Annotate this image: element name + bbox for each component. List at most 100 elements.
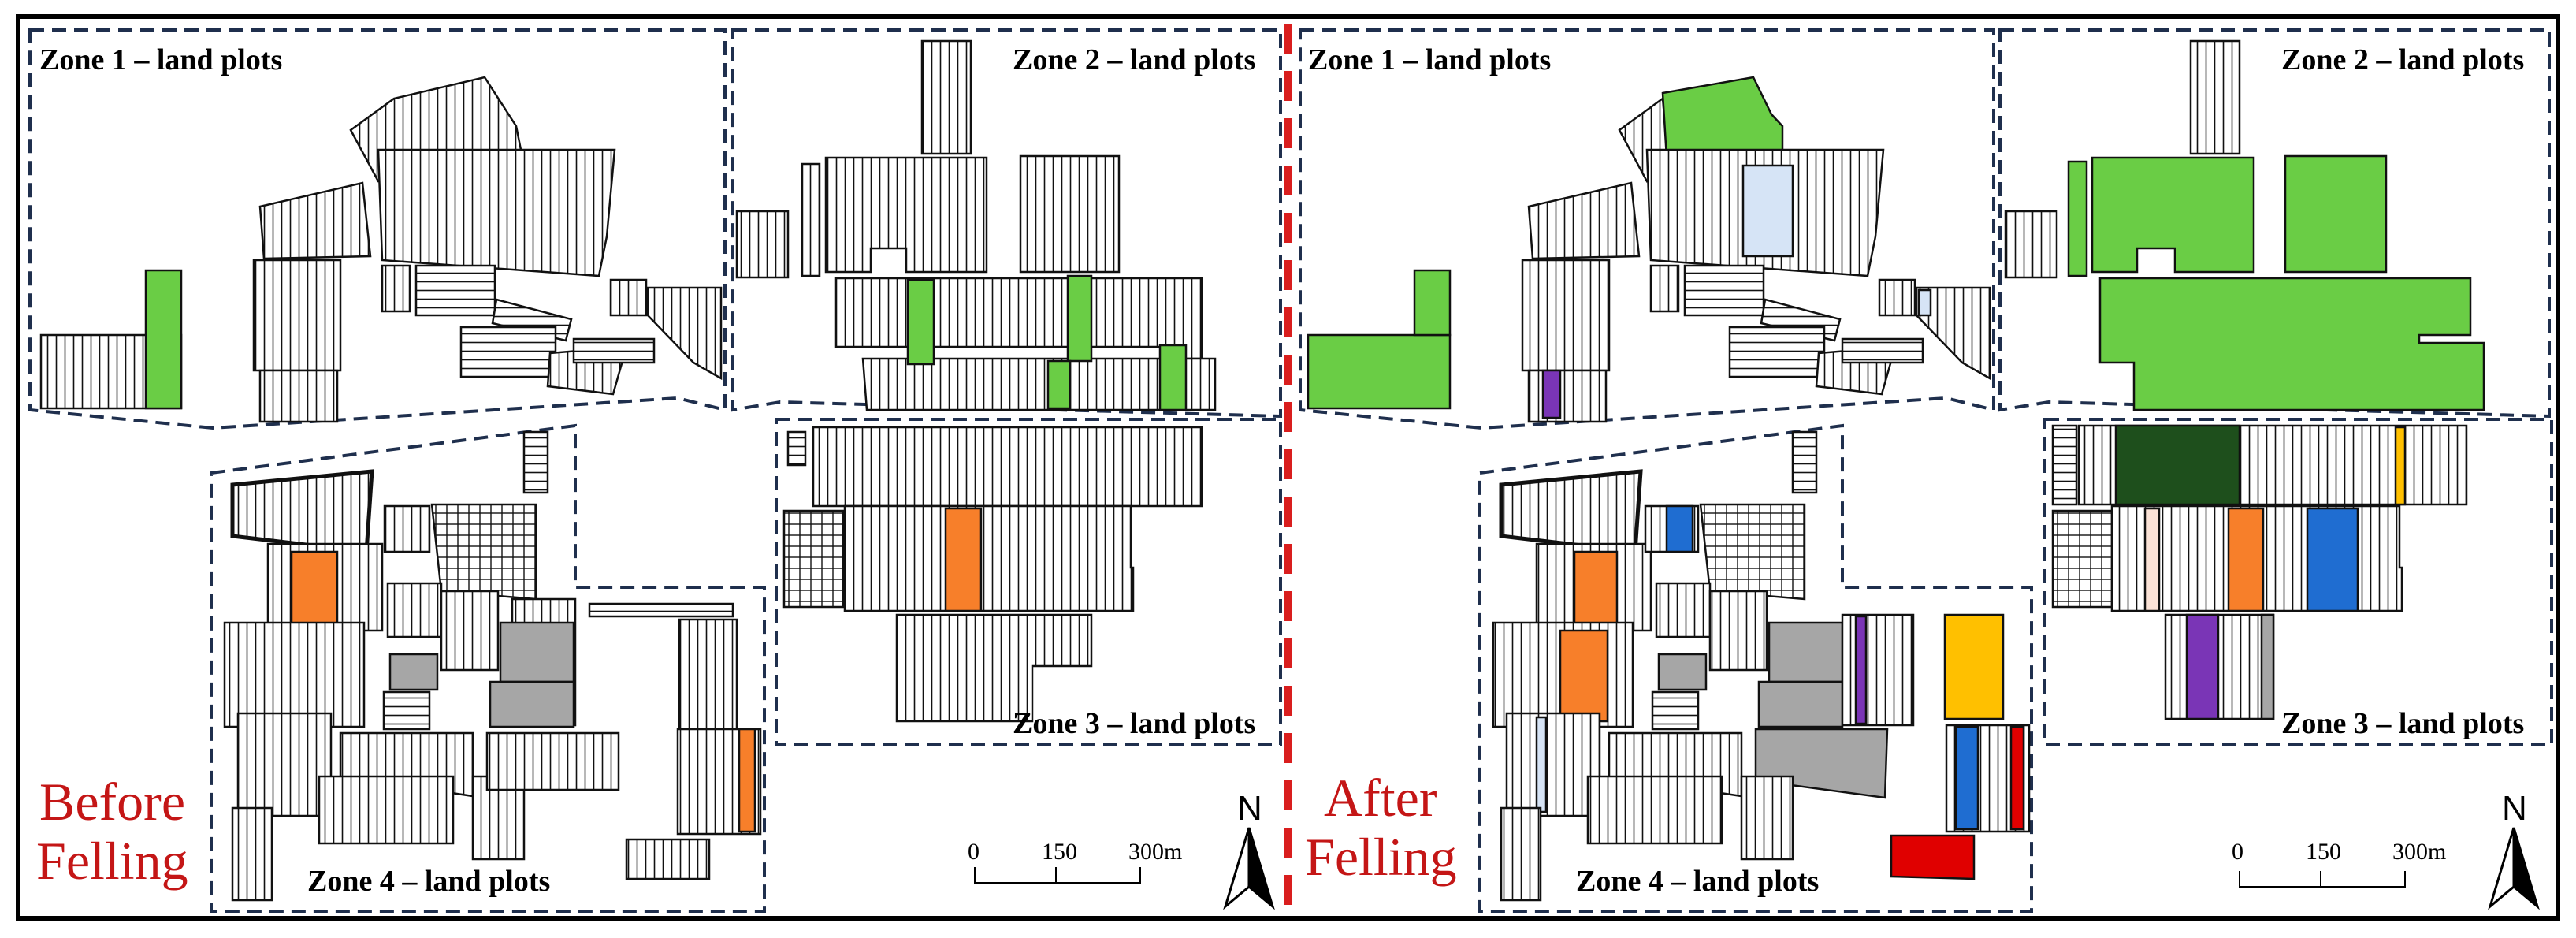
- north-arrow-icon: N: [2488, 789, 2540, 910]
- land-plot: [388, 653, 439, 691]
- zone-3-plots: [782, 426, 1203, 723]
- zone-3-label: Zone 3 – land plots: [2281, 707, 2524, 740]
- land-plot: [1791, 430, 1818, 494]
- zone-1-border: [1299, 28, 1995, 430]
- land-plot: [861, 357, 1217, 411]
- land-plot: [499, 621, 575, 683]
- land-plot: [1768, 621, 1844, 683]
- scale-tick-300: 300m: [2392, 839, 2446, 865]
- land-plot: [646, 286, 723, 381]
- land-plot: [1708, 590, 1768, 672]
- land-plot: [258, 181, 372, 260]
- land-plot: [2098, 277, 2485, 411]
- land-plot: [1541, 369, 1562, 419]
- land-plot: [824, 156, 988, 274]
- land-plot: [678, 618, 738, 731]
- zone-1-border: [28, 28, 727, 430]
- land-plot: [1527, 369, 1608, 423]
- zone-2-label: Zone 2 – land plots: [1013, 43, 1255, 76]
- land-plot: [489, 680, 575, 728]
- zone-2-plots: [2004, 39, 2485, 411]
- after-felling-panel: Zone 1 – land plots Zone 2 – land plots …: [1299, 28, 2553, 913]
- land-plot: [522, 430, 549, 494]
- land-plot: [834, 277, 1203, 360]
- land-plot: [609, 278, 648, 317]
- zone-4-plots: [223, 430, 762, 902]
- land-plot: [1915, 286, 1991, 381]
- land-plot: [920, 39, 972, 155]
- zone-3-border: [775, 418, 1282, 746]
- land-plot: [430, 503, 537, 601]
- land-plot: [1757, 680, 1844, 728]
- scale-tick-300: 300m: [1128, 839, 1182, 865]
- land-plot: [1307, 333, 1452, 410]
- land-plot: [1649, 264, 1680, 313]
- land-plot: [440, 590, 500, 672]
- before-felling-title-line-1: Before: [39, 772, 185, 832]
- land-plot: [812, 426, 1203, 508]
- land-plot: [1854, 615, 1868, 725]
- land-plot: [414, 264, 496, 317]
- zone-1-plots: [1307, 76, 1991, 423]
- zone-1-label: Zone 1 – land plots: [1308, 43, 1551, 76]
- zone-4-label: Zone 4 – land plots: [307, 865, 550, 898]
- land-plot: [2114, 424, 2241, 506]
- land-plot: [738, 728, 756, 833]
- land-plot: [1500, 806, 1542, 902]
- zone-1-plots: [39, 76, 723, 423]
- map-frame: [16, 14, 2560, 921]
- land-plot: [1878, 278, 1916, 317]
- land-plot: [1066, 274, 1093, 363]
- land-plot: [2306, 507, 2359, 612]
- zone-4-border: [210, 423, 766, 913]
- zone-4-border: [1478, 423, 2033, 913]
- land-plot: [1890, 834, 1976, 880]
- land-plot: [588, 602, 734, 618]
- scale-bar: 0 150 300m: [968, 839, 1182, 884]
- north-arrow-icon: N: [1223, 789, 1275, 910]
- land-plot: [1728, 326, 1826, 378]
- zone-4-label: Zone 4 – land plots: [1576, 865, 1819, 898]
- land-plot: [386, 582, 443, 638]
- land-plot: [625, 838, 711, 880]
- land-plot: [1158, 344, 1188, 411]
- land-plot: [1741, 164, 1794, 258]
- land-plot: [2004, 210, 2058, 279]
- land-plot: [2164, 613, 2275, 720]
- land-plot: [1943, 613, 2005, 720]
- land-plot: [2227, 507, 2265, 612]
- north-label: N: [1237, 789, 1262, 828]
- land-plot: [2051, 509, 2113, 609]
- land-plot: [1586, 775, 1723, 845]
- land-plot: [1841, 337, 1924, 364]
- land-plot: [786, 430, 807, 467]
- land-plot: [1521, 259, 1611, 372]
- land-plot: [381, 264, 411, 313]
- land-plot: [459, 326, 557, 378]
- before-felling-panel: Zone 1 – land plots Zone 2 – land plots …: [28, 28, 1282, 913]
- land-plot: [2091, 156, 2255, 274]
- land-plot: [2067, 160, 2088, 277]
- land-plot: [801, 162, 821, 277]
- zone-1-label: Zone 1 – land plots: [39, 43, 282, 76]
- land-plot: [223, 621, 366, 728]
- scale-tick-0: 0: [2232, 839, 2243, 865]
- land-plot: [1535, 716, 1548, 813]
- zone-3-border: [2043, 418, 2553, 746]
- land-plot: [236, 712, 333, 817]
- land-plot: [383, 504, 431, 553]
- land-plot: [1740, 775, 1794, 861]
- before-felling-title-line-2: Felling: [36, 831, 188, 891]
- land-plot: [1665, 504, 1694, 553]
- scale-bar: 0 150 300m: [2232, 839, 2446, 888]
- land-plot: [2394, 426, 2407, 506]
- zone-3-label: Zone 3 – land plots: [1013, 707, 1255, 740]
- land-plot: [1917, 288, 1932, 317]
- land-plot: [1651, 690, 1700, 731]
- after-felling-title-line-1: After: [1324, 768, 1437, 828]
- land-plot: [258, 369, 339, 423]
- land-plot: [906, 278, 935, 366]
- land-plot: [1559, 629, 1609, 723]
- zone-2-plots: [735, 39, 1217, 411]
